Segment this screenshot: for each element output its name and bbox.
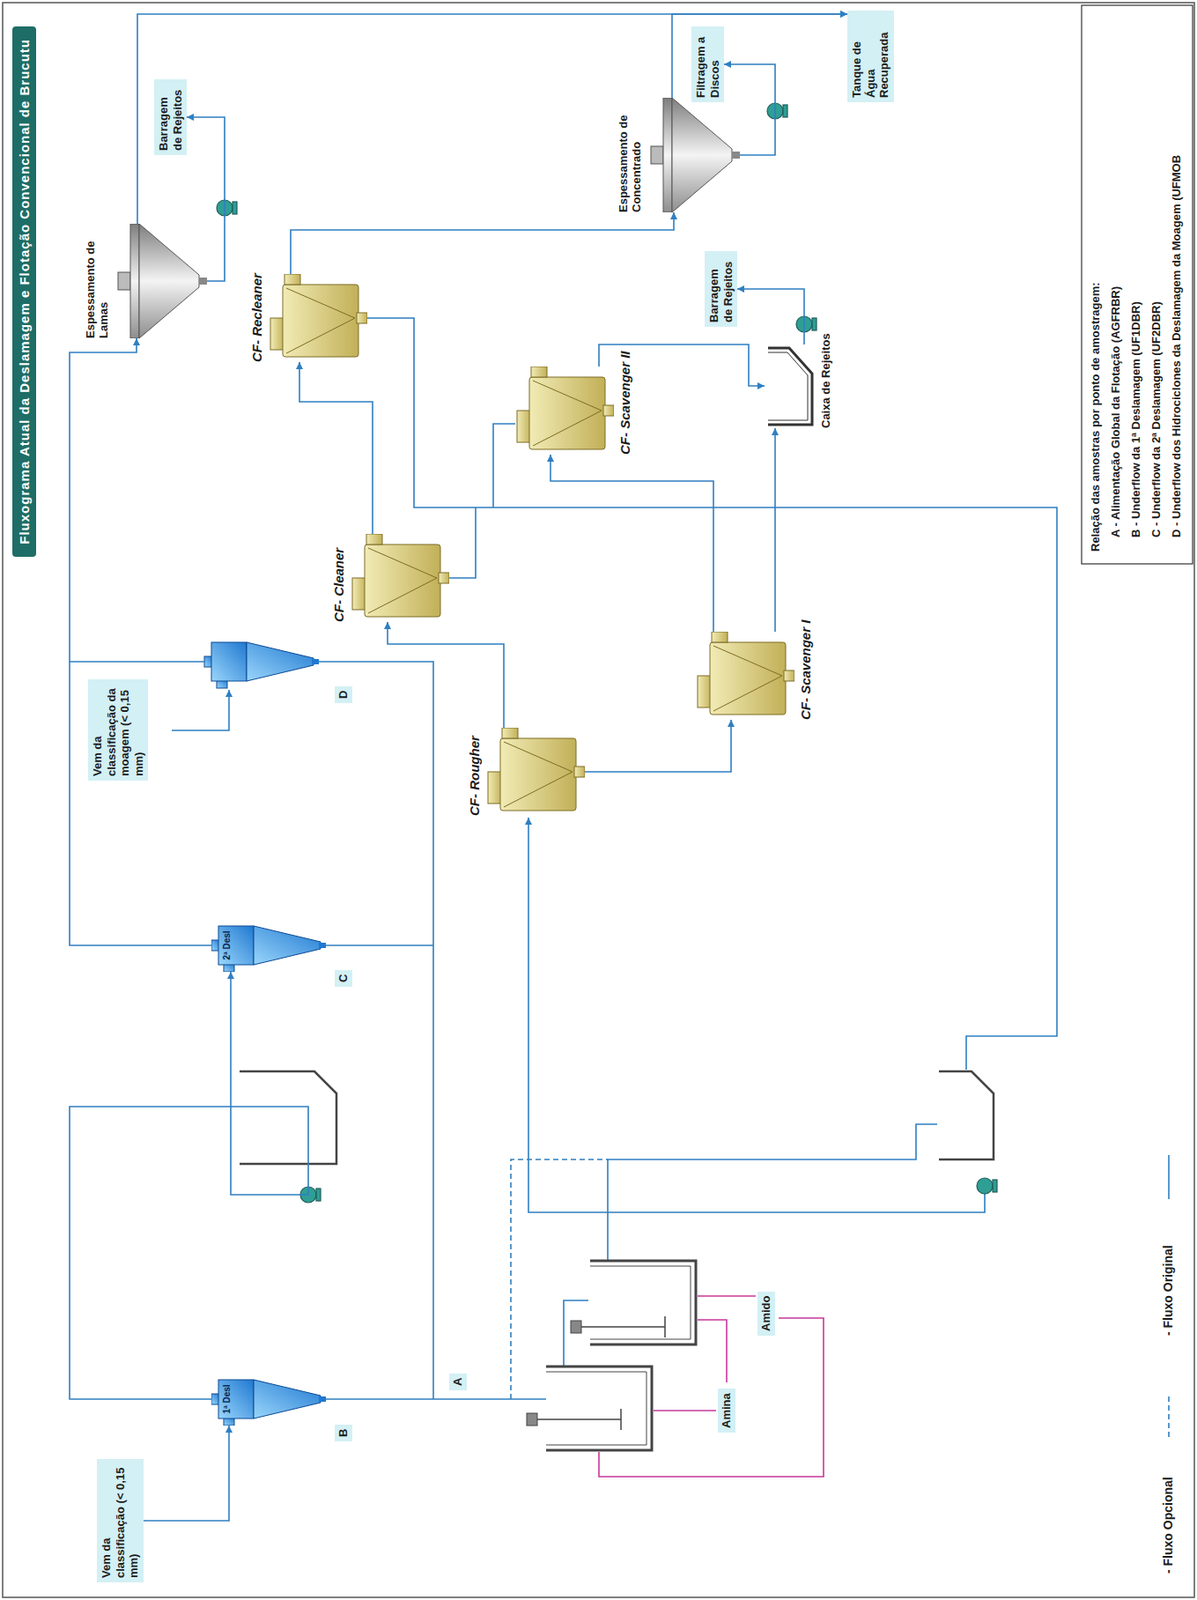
label-box: Tanque de Água Recuperada [847,10,895,103]
unit-heading: Espessamento de Concentrado [616,97,644,213]
unit-heading: Caixa de Rejeitos [819,331,834,429]
note-line: D - Underflow dos Hidrociclones da Desla… [1169,155,1184,538]
label-box: Barragem de Rejeitos [704,251,738,327]
node-text: Barragem de Rejeitos [156,83,185,151]
label-box: Filtragem a Discos [691,26,725,103]
reagent-label: Amina [717,1388,736,1433]
flow-line [69,971,309,1399]
label-box: Barragem de Rejeitos [154,79,187,156]
flow-line [774,428,776,632]
cell-heading: CF- Rougher [466,735,483,816]
node-text: Tanque de Água Recuperada [849,14,892,98]
cell-heading: CF- Scavenger I [798,620,814,720]
flotation-cell: CF- Scavenger I [695,631,795,720]
flow-line [186,117,225,281]
cell-heading: CF- Recleaner [249,273,266,363]
label-box: Vem da classificação da moagem (< 0,15 m… [88,679,148,781]
flow-line [737,288,805,345]
sample-point: D [334,686,353,703]
node-text: Vem da classificação da moagem (< 0,15 m… [90,683,146,776]
note-line: B - Underflow da 1ª Deslamagem (UF1DBR) [1129,301,1144,538]
flow-line [69,338,212,946]
cell-heading: CF- Scavenger II [617,350,634,455]
flotation-cell: CF- Rougher [486,727,585,816]
flotation-cell-shape [515,366,614,455]
cyclone-label: 1ª Desl [221,1379,232,1419]
label-box: Vem da classificação (< 0,15 mm) [96,1458,144,1582]
flotation-cell-shape [695,631,795,720]
flow-line [387,621,504,728]
cell-heading: CF- Cleaner [331,547,348,622]
node-text: Filtragem a Discos [694,30,722,98]
thickener: Espessamento de Concentrado [647,97,740,213]
flow-line [724,64,776,156]
sample-point: A [449,1373,467,1390]
title-band: Fluxograma Atual da Deslamagem e Flotaçã… [12,26,37,557]
tailings-box-shape [764,344,816,429]
note-line: C - Underflow da 2ª Deslamagem (UF2DBR) [1149,301,1164,538]
unit-heading: Espessamento de Lamas [83,223,111,339]
flow-line [137,14,848,224]
flow-line [584,719,732,772]
flotation-cell-shape [268,273,368,363]
thickener: Espessamento de Lamas [114,223,207,339]
flotation-cell: CF- Cleaner [350,533,450,622]
sample-point: C [334,969,353,987]
flow-line [143,1425,230,1521]
hydrocyclone [204,642,319,688]
tailings-box: Caixa de Rejeitos [764,344,816,429]
flotation-cell: CF- Recleaner [268,273,368,363]
note-line: A - Alimentação Global da Flotação (AGFR… [1108,286,1124,538]
reagent-label: Amido [757,1291,776,1336]
hydrocyclone: 2ª Desl [211,918,326,972]
legend-text: - Fluxo Opcional [1160,1476,1175,1574]
flotation-cell-shape [486,727,585,816]
note-heading: Relação das amostras por ponto de amostr… [1088,281,1103,552]
flow-line [290,212,674,274]
sample-point: B [334,1424,353,1441]
legend-text: - Fluxo Original [1160,1244,1175,1336]
node-text: Barragem de Rejeitos [707,255,735,323]
cyclone-label: 2ª Desl [221,925,232,965]
thickener-shape [114,223,207,339]
flow-line [299,362,373,534]
node-text: Vem da classificação (< 0,15 mm) [99,1463,141,1578]
flotation-cell-shape [350,533,450,622]
flow-line [550,454,714,632]
flotation-cell: CF- Scavenger II [515,366,614,455]
thickener-shape [647,97,740,213]
hydrocyclone: 1ª Desl [211,1372,326,1426]
